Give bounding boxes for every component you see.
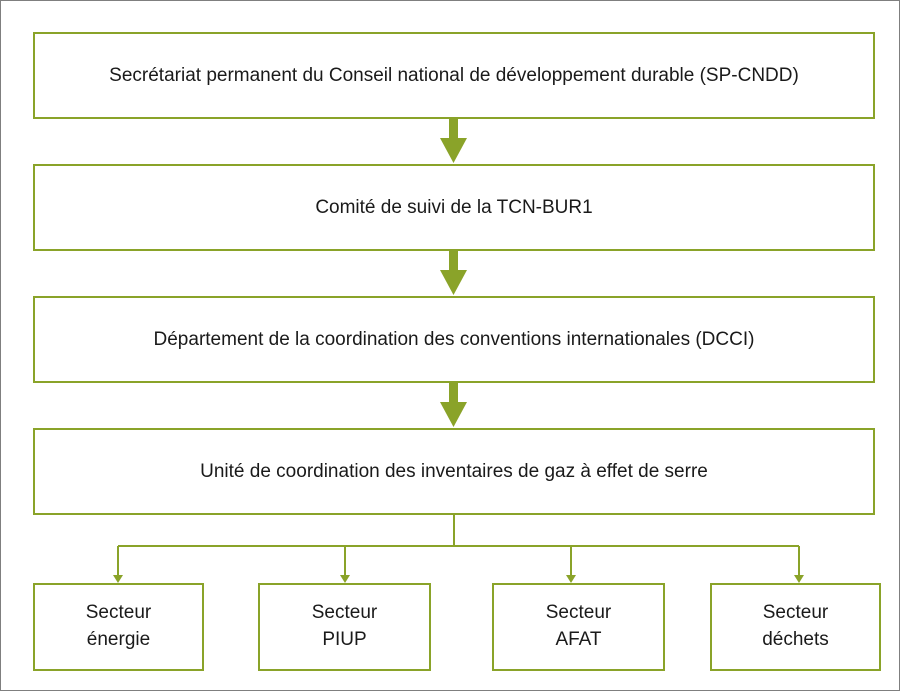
secteur-afat-line2: AFAT	[555, 629, 602, 650]
secteur-energie-line2: énergie	[86, 629, 151, 650]
box-sp-cndd-label: Secrétariat permanent du Conseil nationa…	[109, 64, 799, 86]
arrow-1	[440, 118, 467, 163]
secteur-piup-line2: PIUP	[322, 629, 367, 650]
sector-arrowheads	[113, 575, 804, 583]
secteur-energie-line1: Secteur	[85, 602, 152, 624]
box-secteur-dechets: Secteur déchets	[710, 583, 881, 671]
box-secteur-energie: Secteur énergie	[33, 583, 204, 671]
arrow-3	[440, 382, 467, 427]
box-comite-suivi-label: Comité de suivi de la TCN-BUR1	[315, 196, 593, 218]
sector-connectors	[117, 514, 800, 576]
secteur-dechets-line1: Secteur	[762, 602, 829, 624]
box-dcci-label: Département de la coordination des conve…	[153, 328, 755, 350]
arrow-2	[440, 250, 467, 295]
box-secteur-piup: Secteur PIUP	[258, 583, 431, 671]
secteur-dechets-line2: déchets	[762, 629, 829, 650]
box-secteur-afat: Secteur AFAT	[492, 583, 665, 671]
box-sp-cndd: Secrétariat permanent du Conseil nationa…	[33, 32, 875, 119]
box-unite-coordination: Unité de coordination des inventaires de…	[33, 428, 875, 515]
secteur-afat-line1: Secteur	[545, 602, 612, 624]
box-dcci: Département de la coordination des conve…	[33, 296, 875, 383]
secteur-piup-line1: Secteur	[311, 602, 378, 624]
box-comite-suivi: Comité de suivi de la TCN-BUR1	[33, 164, 875, 251]
box-unite-coordination-label: Unité de coordination des inventaires de…	[200, 460, 708, 482]
